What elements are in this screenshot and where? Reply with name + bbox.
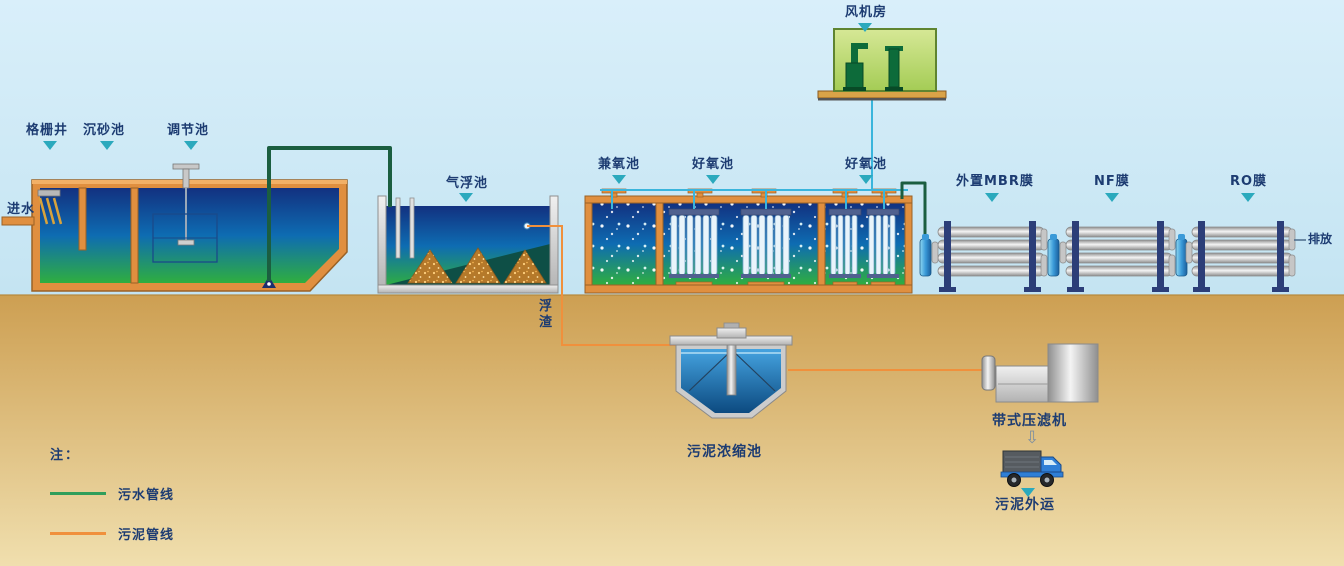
sewage-line-swatch <box>50 492 106 495</box>
legend: 注： 污水管线 污泥管线 曝气管线 <box>50 444 174 566</box>
facultative-tank-label: 兼氧池 <box>598 157 641 172</box>
blower-2 <box>885 46 903 91</box>
fan-room <box>817 28 947 101</box>
facultative-marker-icon <box>612 175 626 184</box>
aeration-pipeline <box>600 94 908 209</box>
sewage-pipeline <box>267 146 927 281</box>
grid-well-label: 格栅井 <box>26 123 69 138</box>
grit-tank-marker-icon <box>100 141 114 150</box>
legend-item-sludge: 污泥管线 <box>50 524 174 543</box>
regulation-tank-marker-icon <box>184 141 198 150</box>
mbr-membrane-label: 外置MBR膜 <box>956 174 1034 189</box>
belt-filter-press <box>981 343 1099 403</box>
fan-room-label: 风机房 <box>845 5 888 20</box>
truck-icon <box>1000 450 1064 487</box>
scum-label: 浮渣 <box>539 299 553 331</box>
sewage-line-label: 污水管线 <box>118 488 175 503</box>
pretreatment-tanks <box>1 163 348 292</box>
fan-room-marker-icon <box>858 23 872 32</box>
down-arrow-icon: ⇩ <box>1025 428 1040 448</box>
aerobic-2-marker-icon <box>859 175 873 184</box>
regulation-tank-label: 调节池 <box>167 123 210 138</box>
nf-unit <box>1047 221 1176 292</box>
air-flotation-unit <box>377 195 559 294</box>
blower-1 <box>843 43 868 91</box>
inlet-label: 进水 <box>7 202 36 217</box>
air-flotation-label: 气浮池 <box>446 176 489 191</box>
belt-filter-press-label: 带式压滤机 <box>992 413 1067 429</box>
ro-marker-icon <box>1241 193 1255 202</box>
bio-tanks <box>584 188 913 294</box>
sludge-thickener-label: 污泥浓缩池 <box>687 444 762 460</box>
ro-membrane-label: RO膜 <box>1230 174 1268 189</box>
nf-marker-icon <box>1105 193 1119 202</box>
legend-title: 注： <box>50 448 81 463</box>
sludge-thickener <box>669 322 793 419</box>
aerobic-1-marker-icon <box>706 175 720 184</box>
aerobic-tank-1-label: 好氧池 <box>692 157 735 172</box>
air-flotation-marker-icon <box>459 193 473 202</box>
aerobic-tank-2-label: 好氧池 <box>845 157 888 172</box>
grit-tank-label: 沉砂池 <box>83 123 126 138</box>
sludge-transport-label: 污泥外运 <box>995 497 1055 513</box>
grid-well-marker-icon <box>43 141 57 150</box>
membrane-module-d <box>866 208 900 287</box>
legend-item-sewage: 污水管线 <box>50 484 174 503</box>
membrane-module-c <box>828 208 862 287</box>
mbr-marker-icon <box>985 193 999 202</box>
truck-marker-icon <box>1021 488 1035 497</box>
membrane-module-b <box>740 208 792 287</box>
ro-unit <box>1175 221 1306 292</box>
nf-membrane-label: NF膜 <box>1094 174 1130 189</box>
discharge-label: 排放 <box>1308 232 1333 246</box>
membrane-module-a <box>668 208 720 287</box>
mbr-unit <box>919 221 1048 292</box>
sludge-line-swatch <box>50 532 106 535</box>
sludge-line-label: 污泥管线 <box>118 528 175 543</box>
